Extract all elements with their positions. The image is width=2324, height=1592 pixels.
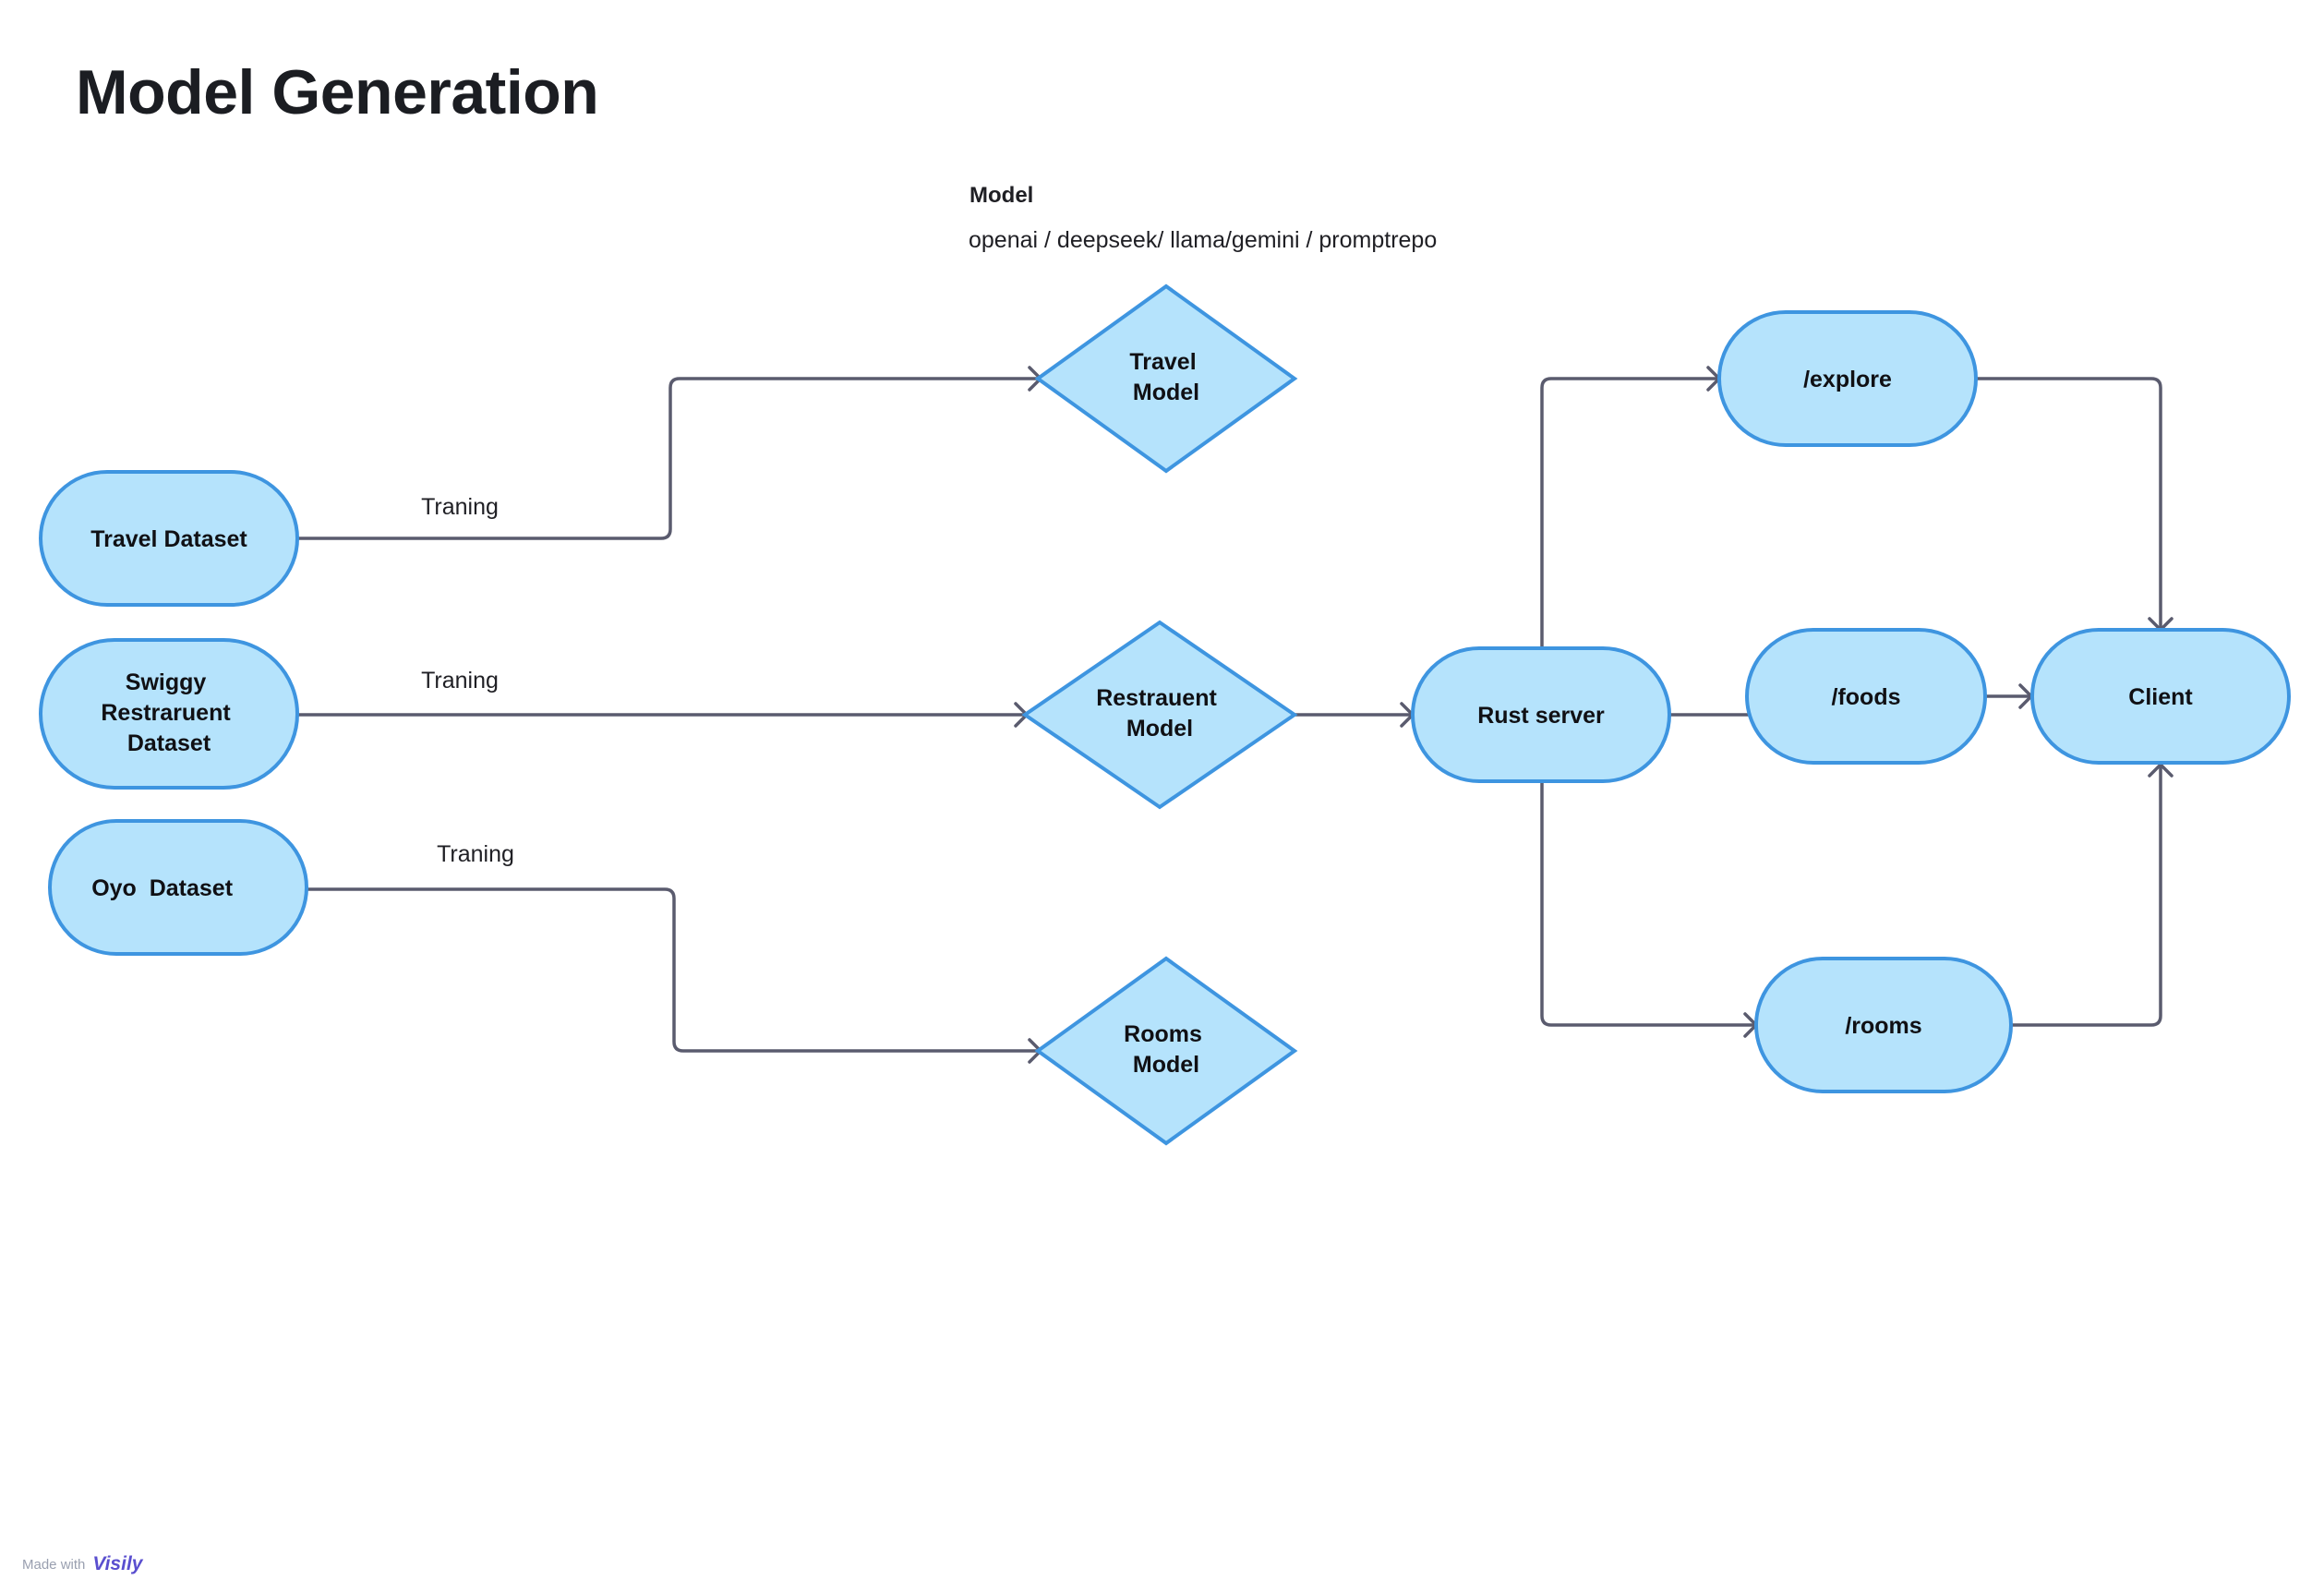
node-travel-model-label: Travel Model: [1129, 349, 1202, 405]
node-rooms-label: /rooms: [1845, 1013, 1921, 1039]
node-foods-endpoint[interactable]: /foods: [1745, 628, 1987, 765]
node-client[interactable]: Client: [2030, 628, 2291, 765]
edge-label-swiggy-training: Traning: [421, 668, 499, 693]
node-explore-endpoint[interactable]: /explore: [1717, 310, 1978, 447]
node-rooms-model[interactable]: Rooms Model: [1034, 956, 1298, 1146]
edge-label-travel-training: Traning: [421, 494, 499, 520]
node-explore-label: /explore: [1803, 367, 1892, 392]
node-oyo-dataset-label: Oyo Dataset: [91, 875, 265, 901]
edge-rust-server-to-explore: [1540, 377, 1721, 650]
edge-rust-server-to-rooms: [1540, 779, 1758, 1027]
node-restrauent-model[interactable]: Restrauent Model: [1021, 620, 1298, 810]
node-swiggy-dataset-label: Swiggy Restraruent Dataset: [101, 669, 236, 756]
watermark-made-with-text: Made with: [22, 1556, 86, 1573]
node-travel-dataset-label: Travel Dataset: [90, 526, 247, 552]
node-travel-dataset[interactable]: Travel Dataset: [39, 470, 299, 607]
model-note-options: openai / deepseek/ llama/gemini / prompt…: [969, 227, 1438, 253]
node-restrauent-model-label: Restrauent Model: [1096, 685, 1223, 742]
made-with-visily-watermark[interactable]: Made with Visily: [22, 1553, 142, 1575]
node-foods-label: /foods: [1832, 684, 1901, 710]
node-client-label: Client: [2128, 684, 2193, 710]
node-rust-server[interactable]: Rust server: [1411, 646, 1671, 783]
node-rooms-endpoint[interactable]: /rooms: [1754, 957, 2013, 1093]
node-rooms-model-label: Rooms Model: [1124, 1021, 1209, 1078]
node-oyo-dataset[interactable]: Oyo Dataset: [48, 819, 308, 956]
edge-travel-dataset-to-travel-model: [295, 377, 1042, 540]
edge-rooms-to-client: [2009, 763, 2162, 1027]
diagram-title: Model Generation: [76, 57, 599, 127]
edge-label-oyo-training: Traning: [437, 841, 514, 867]
visily-logo: Visily: [92, 1553, 143, 1574]
node-travel-model[interactable]: Travel Model: [1034, 283, 1298, 474]
node-swiggy-dataset[interactable]: Swiggy Restraruent Dataset: [39, 638, 299, 790]
node-rust-server-label: Rust server: [1477, 703, 1605, 729]
edge-oyo-dataset-to-rooms-model: [305, 887, 1042, 1053]
edge-explore-to-client: [1974, 377, 2162, 632]
model-note-heading: Model: [969, 183, 1034, 208]
